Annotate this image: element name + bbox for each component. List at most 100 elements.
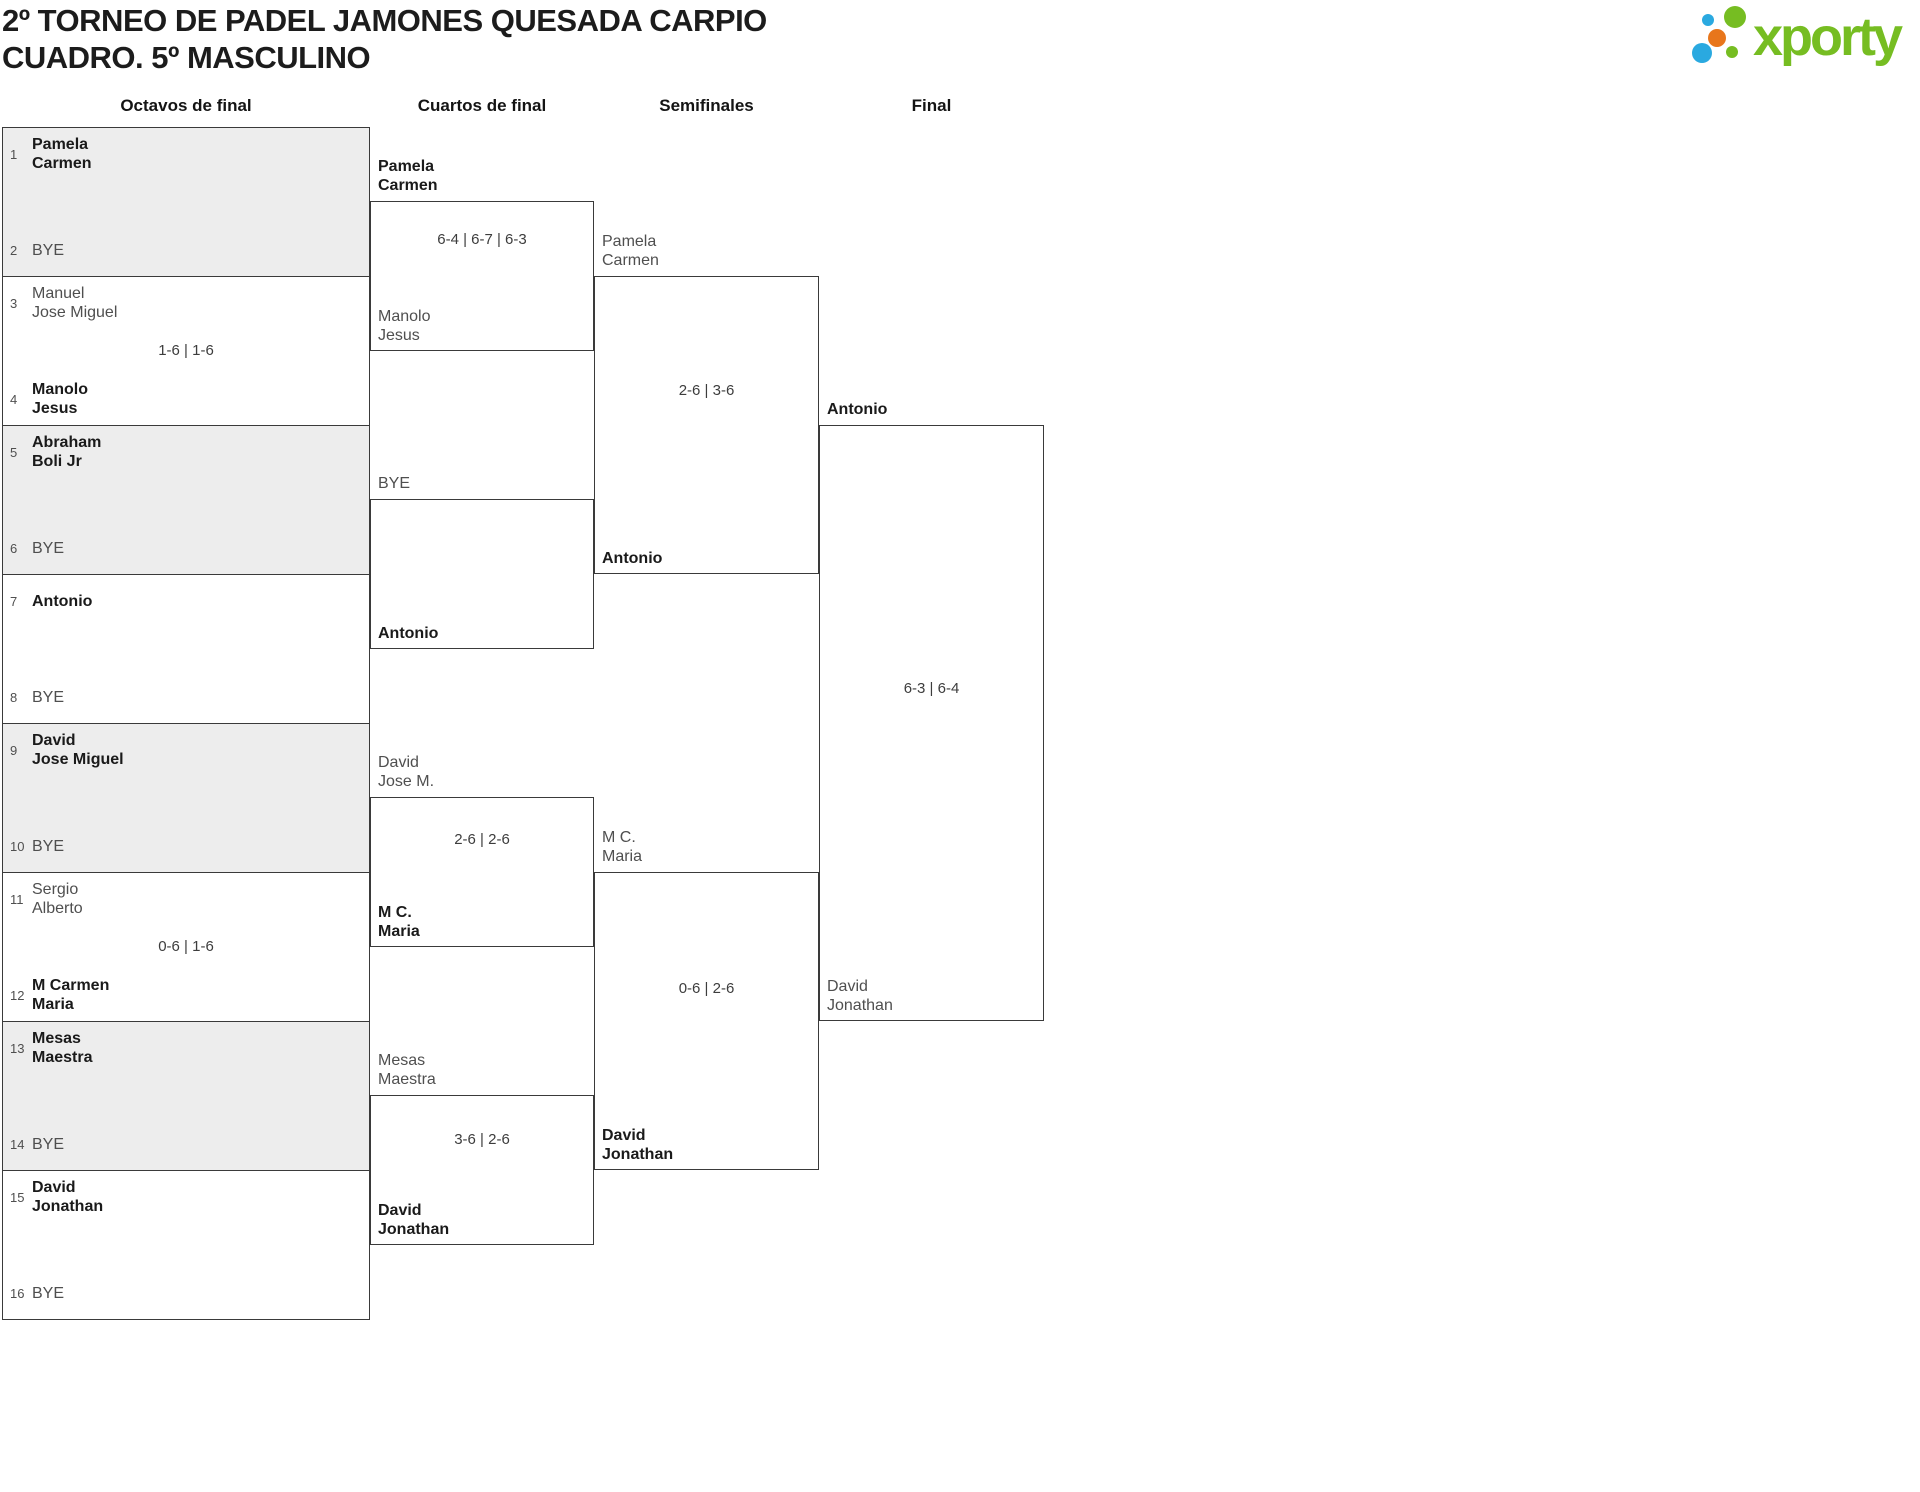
qf3-score: 2-6 | 2-6	[454, 831, 510, 848]
final-bottom-pair: David Jonathan	[827, 977, 893, 1015]
qf2-bottom-pair: Antonio	[378, 624, 438, 643]
name-line: David	[827, 978, 868, 995]
sf-match-box-1[interactable]	[594, 276, 819, 574]
bracket-slot-seed14: 14 BYE	[10, 1122, 365, 1166]
name-line: Antonio	[827, 401, 888, 418]
r16-match-box-5[interactable]: 9 David Jose Miguel 10 BYE	[2, 723, 370, 873]
qf-match-box-2[interactable]	[370, 499, 594, 649]
pair-name: BYE	[32, 539, 64, 558]
pair-name: Manolo Jesus	[32, 380, 88, 418]
bracket-slot-seed8: 8 BYE	[10, 675, 365, 719]
sf2-top-pair: M C. Maria	[602, 828, 642, 866]
pair-name: BYE	[32, 1135, 64, 1154]
name-line: Carmen	[602, 252, 659, 269]
pair-name: BYE	[32, 837, 64, 856]
name-line: David	[32, 732, 76, 749]
seed-number: 16	[10, 1285, 25, 1301]
bracket-slot-seed5: 5 Abraham Boli Jr	[10, 430, 365, 474]
seed-number: 12	[10, 987, 25, 1003]
logo-dot-blue-small	[1702, 14, 1714, 26]
logo-dot-green-small	[1726, 46, 1738, 58]
name-line: Antonio	[378, 625, 439, 642]
r16-match-box-1[interactable]: 1 Pamela Carmen 2 BYE	[2, 127, 370, 277]
sf1-bottom-pair: Antonio	[602, 549, 662, 568]
seed-number: 5	[10, 444, 18, 460]
name-line: Boli Jr	[32, 453, 82, 470]
qf-match-box-1[interactable]	[370, 201, 594, 351]
seed-number: 2	[10, 242, 18, 258]
sf2-bottom-pair: David Jonathan	[602, 1126, 673, 1164]
qf3-bottom-pair: M C. Maria	[378, 903, 420, 941]
r16-match-box-3[interactable]: 5 Abraham Boli Jr 6 BYE	[2, 425, 370, 575]
bracket-slot-seed3: 3 Manuel Jose Miguel	[10, 281, 365, 325]
name-line: Maria	[378, 923, 420, 940]
pair-name: Manuel Jose Miguel	[32, 284, 117, 322]
round-header-cuartos: Cuartos de final	[417, 96, 547, 115]
bracket-slot-seed2: 2 BYE	[10, 228, 365, 272]
round-header-final: Final	[911, 96, 952, 115]
name-line: BYE	[32, 539, 65, 557]
name-line: Maestra	[32, 1049, 93, 1066]
name-line: Jose M.	[378, 773, 435, 790]
name-line: Manuel	[32, 285, 85, 302]
name-line: David	[602, 1127, 646, 1144]
bracket-slot-seed13: 13 Mesas Maestra	[10, 1026, 365, 1070]
r16-match-box-6[interactable]: 11 Sergio Alberto 0-6 | 1-6 12 M Carmen …	[2, 872, 370, 1022]
name-line: Carmen	[378, 177, 438, 194]
seed-number: 10	[10, 838, 25, 854]
seed-number: 13	[10, 1040, 25, 1056]
name-line: Pamela	[378, 158, 435, 175]
round-header-octavos: Octavos de final	[120, 96, 252, 115]
final-score: 6-3 | 6-4	[903, 680, 960, 697]
name-line: Maestra	[378, 1071, 436, 1088]
name-line: Maria	[32, 996, 74, 1013]
pair-name: BYE	[32, 688, 64, 707]
pair-name: M Carmen Maria	[32, 976, 109, 1014]
name-line: M C.	[378, 904, 412, 921]
pair-name: David Jonathan	[32, 1178, 103, 1216]
seed-number: 3	[10, 295, 18, 311]
match-score: 1-6 | 1-6	[158, 342, 214, 359]
name-line: Manolo	[378, 308, 431, 325]
seed-number: 1	[10, 146, 18, 162]
seed-number: 4	[10, 391, 18, 407]
seed-number: 7	[10, 593, 18, 609]
name-line: Pamela	[602, 233, 657, 250]
name-line: Jesus	[32, 400, 78, 417]
qf4-score: 3-6 | 2-6	[454, 1131, 510, 1148]
name-line: Jonathan	[602, 1146, 674, 1163]
pair-name: Antonio	[32, 592, 92, 611]
sf-match-box-2[interactable]	[594, 872, 819, 1170]
pair-name: Sergio Alberto	[32, 880, 83, 918]
pair-name: BYE	[32, 241, 64, 260]
name-line: Antonio	[602, 550, 663, 567]
name-line: BYE	[32, 688, 65, 706]
logo-wordmark: xporty	[1753, 7, 1903, 67]
name-line: Abraham	[32, 434, 102, 451]
r16-match-box-8[interactable]: 15 David Jonathan 16 BYE	[2, 1170, 370, 1320]
r16-match-box-2[interactable]: 3 Manuel Jose Miguel 1-6 | 1-6 4 Manolo …	[2, 276, 370, 426]
bracket-slot-seed10: 10 BYE	[10, 824, 365, 868]
bracket-slot-seed7: 7 Antonio	[10, 579, 365, 623]
qf-match-box-3[interactable]	[370, 797, 594, 947]
qf-match-box-4[interactable]	[370, 1095, 594, 1245]
bracket-slot-seed6: 6 BYE	[10, 526, 365, 570]
qf3-top-pair: David Jose M.	[378, 753, 434, 791]
tournament-title-line2: CUADRO. 5º MASCULINO	[2, 40, 371, 75]
pair-name: David Jose Miguel	[32, 731, 124, 769]
name-line: David	[378, 1202, 422, 1219]
seed-number: 14	[10, 1136, 25, 1152]
r16-match-box-7[interactable]: 13 Mesas Maestra 14 BYE	[2, 1021, 370, 1171]
r16-match-box-4[interactable]: 7 Antonio 8 BYE	[2, 574, 370, 724]
tournament-title: 2º TORNEO DE PADEL JAMONES QUESADA CARPI…	[2, 2, 767, 76]
name-line: Mesas	[378, 1052, 426, 1069]
name-line: BYE	[32, 1284, 65, 1302]
final-match-box[interactable]	[819, 425, 1044, 1021]
qf1-bottom-pair: Manolo Jesus	[378, 307, 430, 345]
name-line: M C.	[602, 829, 636, 846]
name-line: BYE	[378, 475, 411, 492]
name-line: Jesus	[378, 327, 420, 344]
name-line: Jonathan	[827, 997, 893, 1014]
seed-number: 15	[10, 1189, 25, 1205]
